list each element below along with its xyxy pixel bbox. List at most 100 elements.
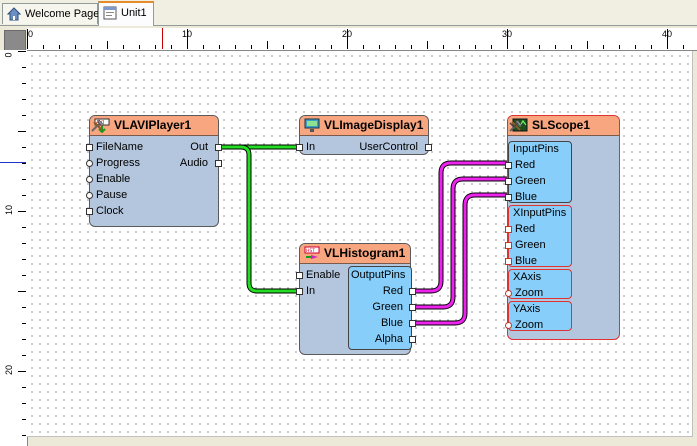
hruler-label-0: 0 <box>28 29 34 39</box>
hruler-tick <box>363 45 364 49</box>
pin-pause-connector[interactable] <box>86 192 93 199</box>
pin-alpha-connector[interactable] <box>409 336 416 343</box>
vruler-position-marker <box>0 162 26 163</box>
pin-usercontrol: UserControl <box>359 141 418 153</box>
chevron-down-icon[interactable] <box>508 120 520 130</box>
hruler-tick <box>379 45 380 49</box>
pin-xred: Red <box>515 223 536 235</box>
hruler-tick <box>507 29 508 49</box>
component-title: SLScope1 <box>532 118 591 132</box>
pin-yaxis-zoom: Zoom <box>515 319 544 331</box>
pin-audio-connector[interactable] <box>215 160 222 167</box>
hruler-tick <box>187 29 188 49</box>
hruler-tick <box>635 45 636 49</box>
image-display-icon <box>304 118 320 132</box>
hruler-tick <box>427 41 428 49</box>
wire-histogram-red-to-scope-red[interactable] <box>413 160 507 294</box>
tools-icon[interactable] <box>90 118 106 133</box>
pin-xgreen-connector[interactable] <box>505 242 512 249</box>
pin-yaxis-zoom-connector[interactable] <box>505 322 512 329</box>
pin-xred-connector[interactable] <box>505 226 512 233</box>
wire-histogram-blue-to-scope-blue[interactable] <box>413 192 507 326</box>
pin-red-connector[interactable] <box>409 288 416 295</box>
pin-in-connector[interactable] <box>296 288 303 295</box>
wire-histogram-green-to-scope-green[interactable] <box>413 176 507 310</box>
pin-xaxis-zoom: Zoom <box>515 287 544 299</box>
pin-enable-connector[interactable] <box>296 272 303 279</box>
hruler-tick <box>235 45 236 49</box>
pin-progress-connector[interactable] <box>86 160 93 167</box>
pin-green-connector[interactable] <box>505 178 512 185</box>
design-canvas[interactable]: AVI VLAVIPlayer1 FileName Progress Enabl… <box>27 51 693 437</box>
pin-blue-connector[interactable] <box>409 320 416 327</box>
vruler-tick <box>22 355 26 356</box>
pin-in: In <box>306 141 316 153</box>
group-label: YAxis <box>513 303 541 315</box>
component-header[interactable]: AVI VLAVIPlayer1 <box>90 116 218 136</box>
hruler-tick <box>651 45 652 49</box>
vruler-label-10: 10 <box>4 204 15 216</box>
hruler-tick <box>59 45 60 49</box>
ruler-corner <box>4 30 26 51</box>
tab-welcome-page[interactable]: Welcome Page <box>2 3 100 24</box>
vruler-tick <box>22 83 26 84</box>
component-header[interactable]: HST VLHistogram1 <box>300 244 410 264</box>
hruler-tick <box>683 45 684 49</box>
hruler-label-20: 20 <box>342 29 353 39</box>
component-scope[interactable]: SLScope1 InputPins Red Green Blue XInput… <box>505 115 620 340</box>
hruler-tick <box>123 45 124 49</box>
pin-xblue-connector[interactable] <box>505 258 512 265</box>
hruler-tick <box>475 45 476 49</box>
vruler-tick <box>18 211 26 212</box>
hruler-tick <box>27 29 28 49</box>
hruler-tick <box>411 45 412 49</box>
hruler-tick <box>139 45 140 49</box>
hruler-tick <box>331 45 332 49</box>
pin-in: In <box>306 285 316 297</box>
pin-clock-connector[interactable] <box>86 208 93 215</box>
tab-welcome-label: Welcome Page <box>25 8 100 20</box>
hruler-tick <box>571 45 572 49</box>
hruler-tick <box>347 29 348 49</box>
component-header[interactable]: VLImageDisplay1 <box>300 116 428 136</box>
hruler-tick <box>395 45 396 49</box>
hruler-position-marker <box>162 28 163 49</box>
tab-unit1[interactable]: Unit1 <box>98 1 154 26</box>
pin-alpha: Alpha <box>374 333 403 345</box>
pin-red-connector[interactable] <box>505 162 512 169</box>
hruler-tick <box>251 45 252 49</box>
form-icon <box>103 6 117 20</box>
pin-enable-connector[interactable] <box>86 176 93 183</box>
pin-blue-connector[interactable] <box>505 194 512 201</box>
pin-xgreen: Green <box>515 239 546 251</box>
pin-blue: Blue <box>380 317 403 329</box>
pin-usercontrol-connector[interactable] <box>425 144 432 151</box>
pin-in-connector[interactable] <box>296 144 303 151</box>
pin-progress: Progress <box>96 157 141 169</box>
component-header[interactable]: SLScope1 <box>508 116 619 136</box>
vruler-tick <box>22 323 26 324</box>
pin-out-connector[interactable] <box>215 144 222 151</box>
pin-xaxis-zoom-connector[interactable] <box>505 290 512 297</box>
component-image-display[interactable]: VLImageDisplay1 In UserControl <box>296 115 432 155</box>
component-title: VLImageDisplay1 <box>324 118 424 132</box>
vruler-tick <box>18 131 26 132</box>
component-avi-player[interactable]: AVI VLAVIPlayer1 FileName Progress Enabl… <box>86 115 222 227</box>
pin-audio: Audio <box>179 157 208 169</box>
pin-clock: Clock <box>96 205 124 217</box>
hruler-tick <box>603 45 604 49</box>
component-histogram[interactable]: HST VLHistogram1 Enable In OutputPins Re… <box>296 243 416 355</box>
y-axis-group: YAxis Zoom <box>505 301 572 331</box>
home-icon <box>6 7 22 21</box>
pin-green-connector[interactable] <box>409 304 416 311</box>
vruler-tick <box>22 275 26 276</box>
pin-filename-connector[interactable] <box>86 144 93 151</box>
vruler-label-20: 20 <box>4 364 15 376</box>
wire-player-out-to-histogram-in[interactable] <box>221 144 299 294</box>
svg-text:HST: HST <box>306 248 315 254</box>
vruler-tick <box>18 291 26 292</box>
hruler-tick <box>299 45 300 49</box>
x-input-pins-group: XInputPins Red Green Blue <box>505 205 572 267</box>
vruler-tick <box>22 387 26 388</box>
hruler-tick <box>667 29 668 49</box>
